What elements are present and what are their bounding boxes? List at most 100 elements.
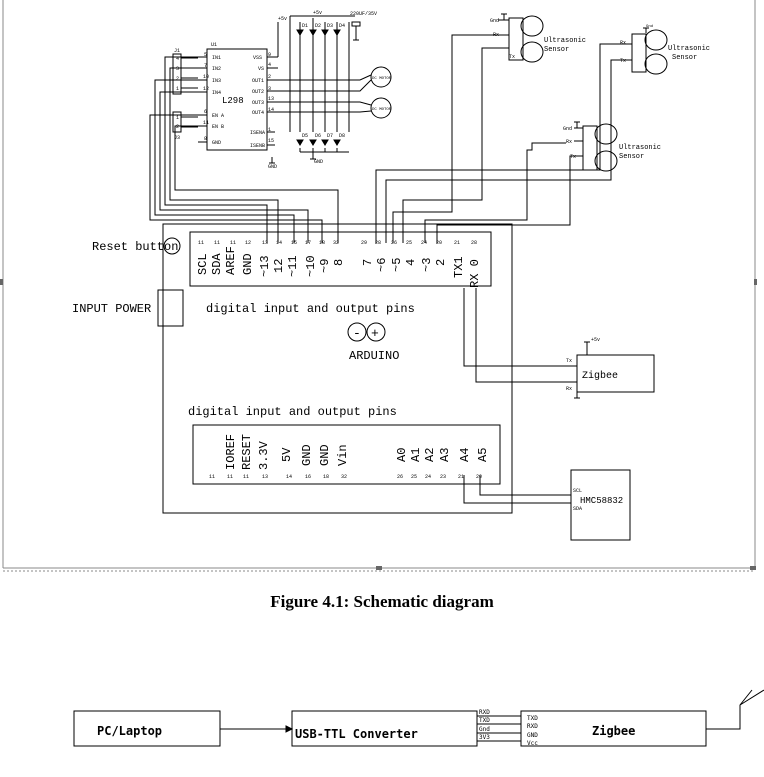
l298-pinnum: 13 [268, 96, 274, 102]
zigbee-module: Zigbee Tx Rx +5v [463, 288, 655, 399]
l298-pin-in4: IN4 [212, 90, 221, 96]
pin-number: 15 [291, 240, 297, 246]
l298-pin-ena: EN A [212, 113, 224, 119]
motor-label: DC MOTOR [372, 77, 392, 81]
power-section: +5v +5v 220UF/35V D1 D2 D3 D4 D5 D6 D7 D… [268, 10, 377, 170]
pin-number: 17 [305, 240, 311, 246]
diode-label: D4 [339, 23, 345, 29]
l298-pinnum: 11 [203, 120, 209, 126]
drawing-frame [0, 0, 757, 572]
header-pin: 4 [176, 56, 179, 62]
pin-number: 11 [227, 474, 233, 480]
l298-pinnum: 1 [268, 127, 271, 133]
input-power-label: INPUT POWER [72, 302, 151, 316]
pin-number: 11 [198, 240, 204, 246]
l298-pinnum: 7 [204, 63, 207, 69]
sensor-rx: Rx [620, 40, 626, 46]
diode-label: D6 [315, 133, 321, 139]
vcc-label-2: +5v [313, 10, 322, 16]
pin-label: ~5 [390, 258, 404, 272]
pin-number: 18 [319, 240, 325, 246]
figure-caption: Figure 4.1: Schematic diagram [270, 592, 494, 611]
diode-label: D7 [327, 133, 333, 139]
l298-pinnum: 3 [268, 86, 271, 92]
motor-1 [370, 66, 392, 88]
motor-2 [370, 97, 392, 119]
pin-label: ~6 [375, 258, 389, 272]
pin-label: A4 [458, 448, 472, 462]
l298-pin-out4: OUT4 [252, 110, 264, 116]
pin-label: 12 [272, 259, 286, 273]
pin-number: 25 [411, 474, 417, 480]
header-pin: 2 [176, 76, 179, 82]
l298-pinnum: 10 [203, 74, 209, 80]
pin-label: A1 [409, 448, 423, 462]
minus-terminal: - [353, 326, 361, 341]
l298-pin-enb: EN B [212, 124, 224, 130]
gnd-label: GND [268, 164, 277, 170]
l298-pin-gnd: GND [212, 140, 221, 146]
pin-number: 20 [436, 240, 442, 246]
pin-label: ~9 [318, 259, 332, 273]
sensor-gnd: Gnd [563, 126, 572, 132]
pin-number: 12 [245, 240, 251, 246]
l298-pin-in2: IN2 [212, 66, 221, 72]
pin-label: SDA [210, 253, 224, 275]
zigbee-pin: Vcc [527, 740, 538, 747]
l298-pinnum: 8 [204, 136, 207, 142]
pin-label: ~13 [258, 255, 272, 277]
sensor-gnd: Gnd [490, 18, 499, 24]
l298-pin-in3: IN3 [212, 78, 221, 84]
pin-label: ~3 [420, 258, 434, 272]
pin-label: IOREF [224, 434, 238, 470]
diode-label: D3 [327, 23, 333, 29]
zigbee-vcc: +5v [591, 337, 600, 343]
sensor-gnd: Gnd [646, 24, 654, 29]
pin-number: 14 [286, 474, 292, 480]
vcc-label: +5v [278, 16, 287, 22]
l298-pinnum: 5 [204, 52, 207, 58]
header-pin: 3 [176, 66, 179, 72]
arduino-bottom-pins: IOREF RESET 3.3V 5V GND GND Vin A0 A1 A2… [224, 434, 490, 470]
pin-number: 24 [421, 240, 427, 246]
zigbee-pin: RXD [527, 723, 538, 730]
pin-label: A5 [476, 448, 490, 462]
l298-pinnum: 6 [204, 109, 207, 115]
pin-number: 16 [305, 474, 311, 480]
pin-number: 11 [230, 240, 236, 246]
arduino-top-pin-numbers: 11 11 11 12 13 14 15 17 18 32 29 28 26 2… [198, 240, 477, 246]
l298-pinnum: 12 [203, 86, 209, 92]
pin-label: 4 [404, 259, 418, 266]
ultrasonic-sensor-2: Rx Tx Ultrasonic Sensor Gnd [620, 24, 710, 75]
header-pin: 1 [176, 86, 179, 92]
pin-number: 13 [262, 240, 268, 246]
l298-pin-isenb: ISENB [250, 143, 265, 149]
top-section-label: digital input and output pins [206, 302, 415, 316]
capacitor-label: 220UF/35V [350, 11, 377, 17]
diode-label: D1 [302, 23, 308, 29]
block-diagram: PC/Laptop USB-TTL Converter Zigbee RXD T… [73, 689, 764, 747]
pin-number: 32 [341, 474, 347, 480]
diode-label: D2 [315, 23, 321, 29]
header-j1-j3: J1 J3 4 3 2 1 1 2 [172, 48, 198, 141]
arduino-top-pins: SCL SDA AREF GND ~13 12 ~11 ~10 ~9 8 7 ~… [196, 246, 482, 288]
pin-number: 11 [209, 474, 215, 480]
pin-label: GND [318, 444, 332, 466]
l298-pinnum: 9 [268, 52, 271, 58]
hmc-scl: SCL [573, 488, 582, 494]
header-ref-j3: J3 [174, 135, 180, 141]
l298-pin-vs: VS [258, 66, 264, 72]
motors: DC MOTOR DC MOTOR [300, 66, 392, 119]
l298-label: L298 [222, 96, 244, 106]
converter-pin: TXD [479, 717, 490, 724]
pin-number: 25 [406, 240, 412, 246]
pin-label: GND [241, 253, 255, 275]
pin-number: 20 [476, 474, 482, 480]
pin-number: 26 [391, 240, 397, 246]
hmc-sda: SDA [573, 506, 582, 512]
pin-label: A0 [395, 448, 409, 462]
pin-number: 23 [440, 474, 446, 480]
pin-number: 28 [375, 240, 381, 246]
ultrasonic-sensor-3: Gnd Rx Tx Ultrasonic Sensor [563, 121, 661, 172]
